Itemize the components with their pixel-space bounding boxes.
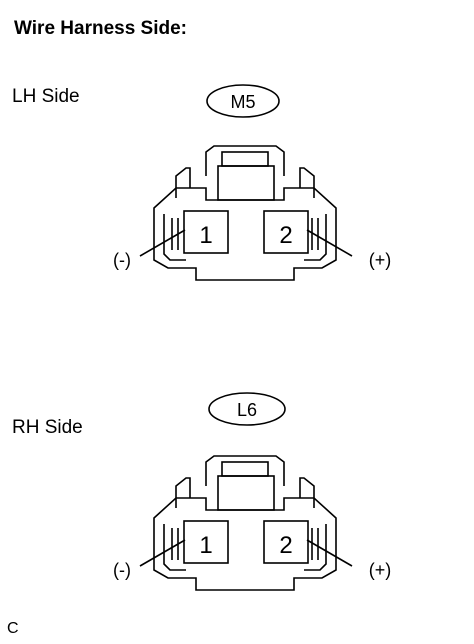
rh-connector-body: [139, 455, 353, 591]
rh-connector-code: L6: [237, 400, 257, 420]
lh-pin-2-polarity: (+): [369, 250, 392, 270]
rh-connector-code-oval: [208, 392, 286, 426]
rh-pin-2-number: 2: [279, 532, 292, 559]
rh-pin-2-polarity: (+): [369, 560, 392, 580]
lh-connector-body: [139, 145, 353, 281]
footer-mark: C: [7, 620, 19, 637]
rh-side-label: RH Side: [12, 417, 83, 438]
rh-pin-1-polarity: (-): [113, 560, 131, 580]
lh-connector-code-oval: [206, 84, 280, 118]
lh-side-label: LH Side: [12, 86, 80, 107]
lh-pin-1-polarity: (-): [113, 250, 131, 270]
lh-pin-1-number: 1: [199, 222, 212, 249]
lh-connector-code: M5: [230, 92, 255, 112]
rh-connector-diagram: L6 1 2 (-) (+): [113, 392, 392, 591]
lh-pin-2-number: 2: [279, 222, 292, 249]
diagram-heading: Wire Harness Side:: [14, 18, 188, 39]
rh-pin-1-number: 1: [199, 532, 212, 559]
